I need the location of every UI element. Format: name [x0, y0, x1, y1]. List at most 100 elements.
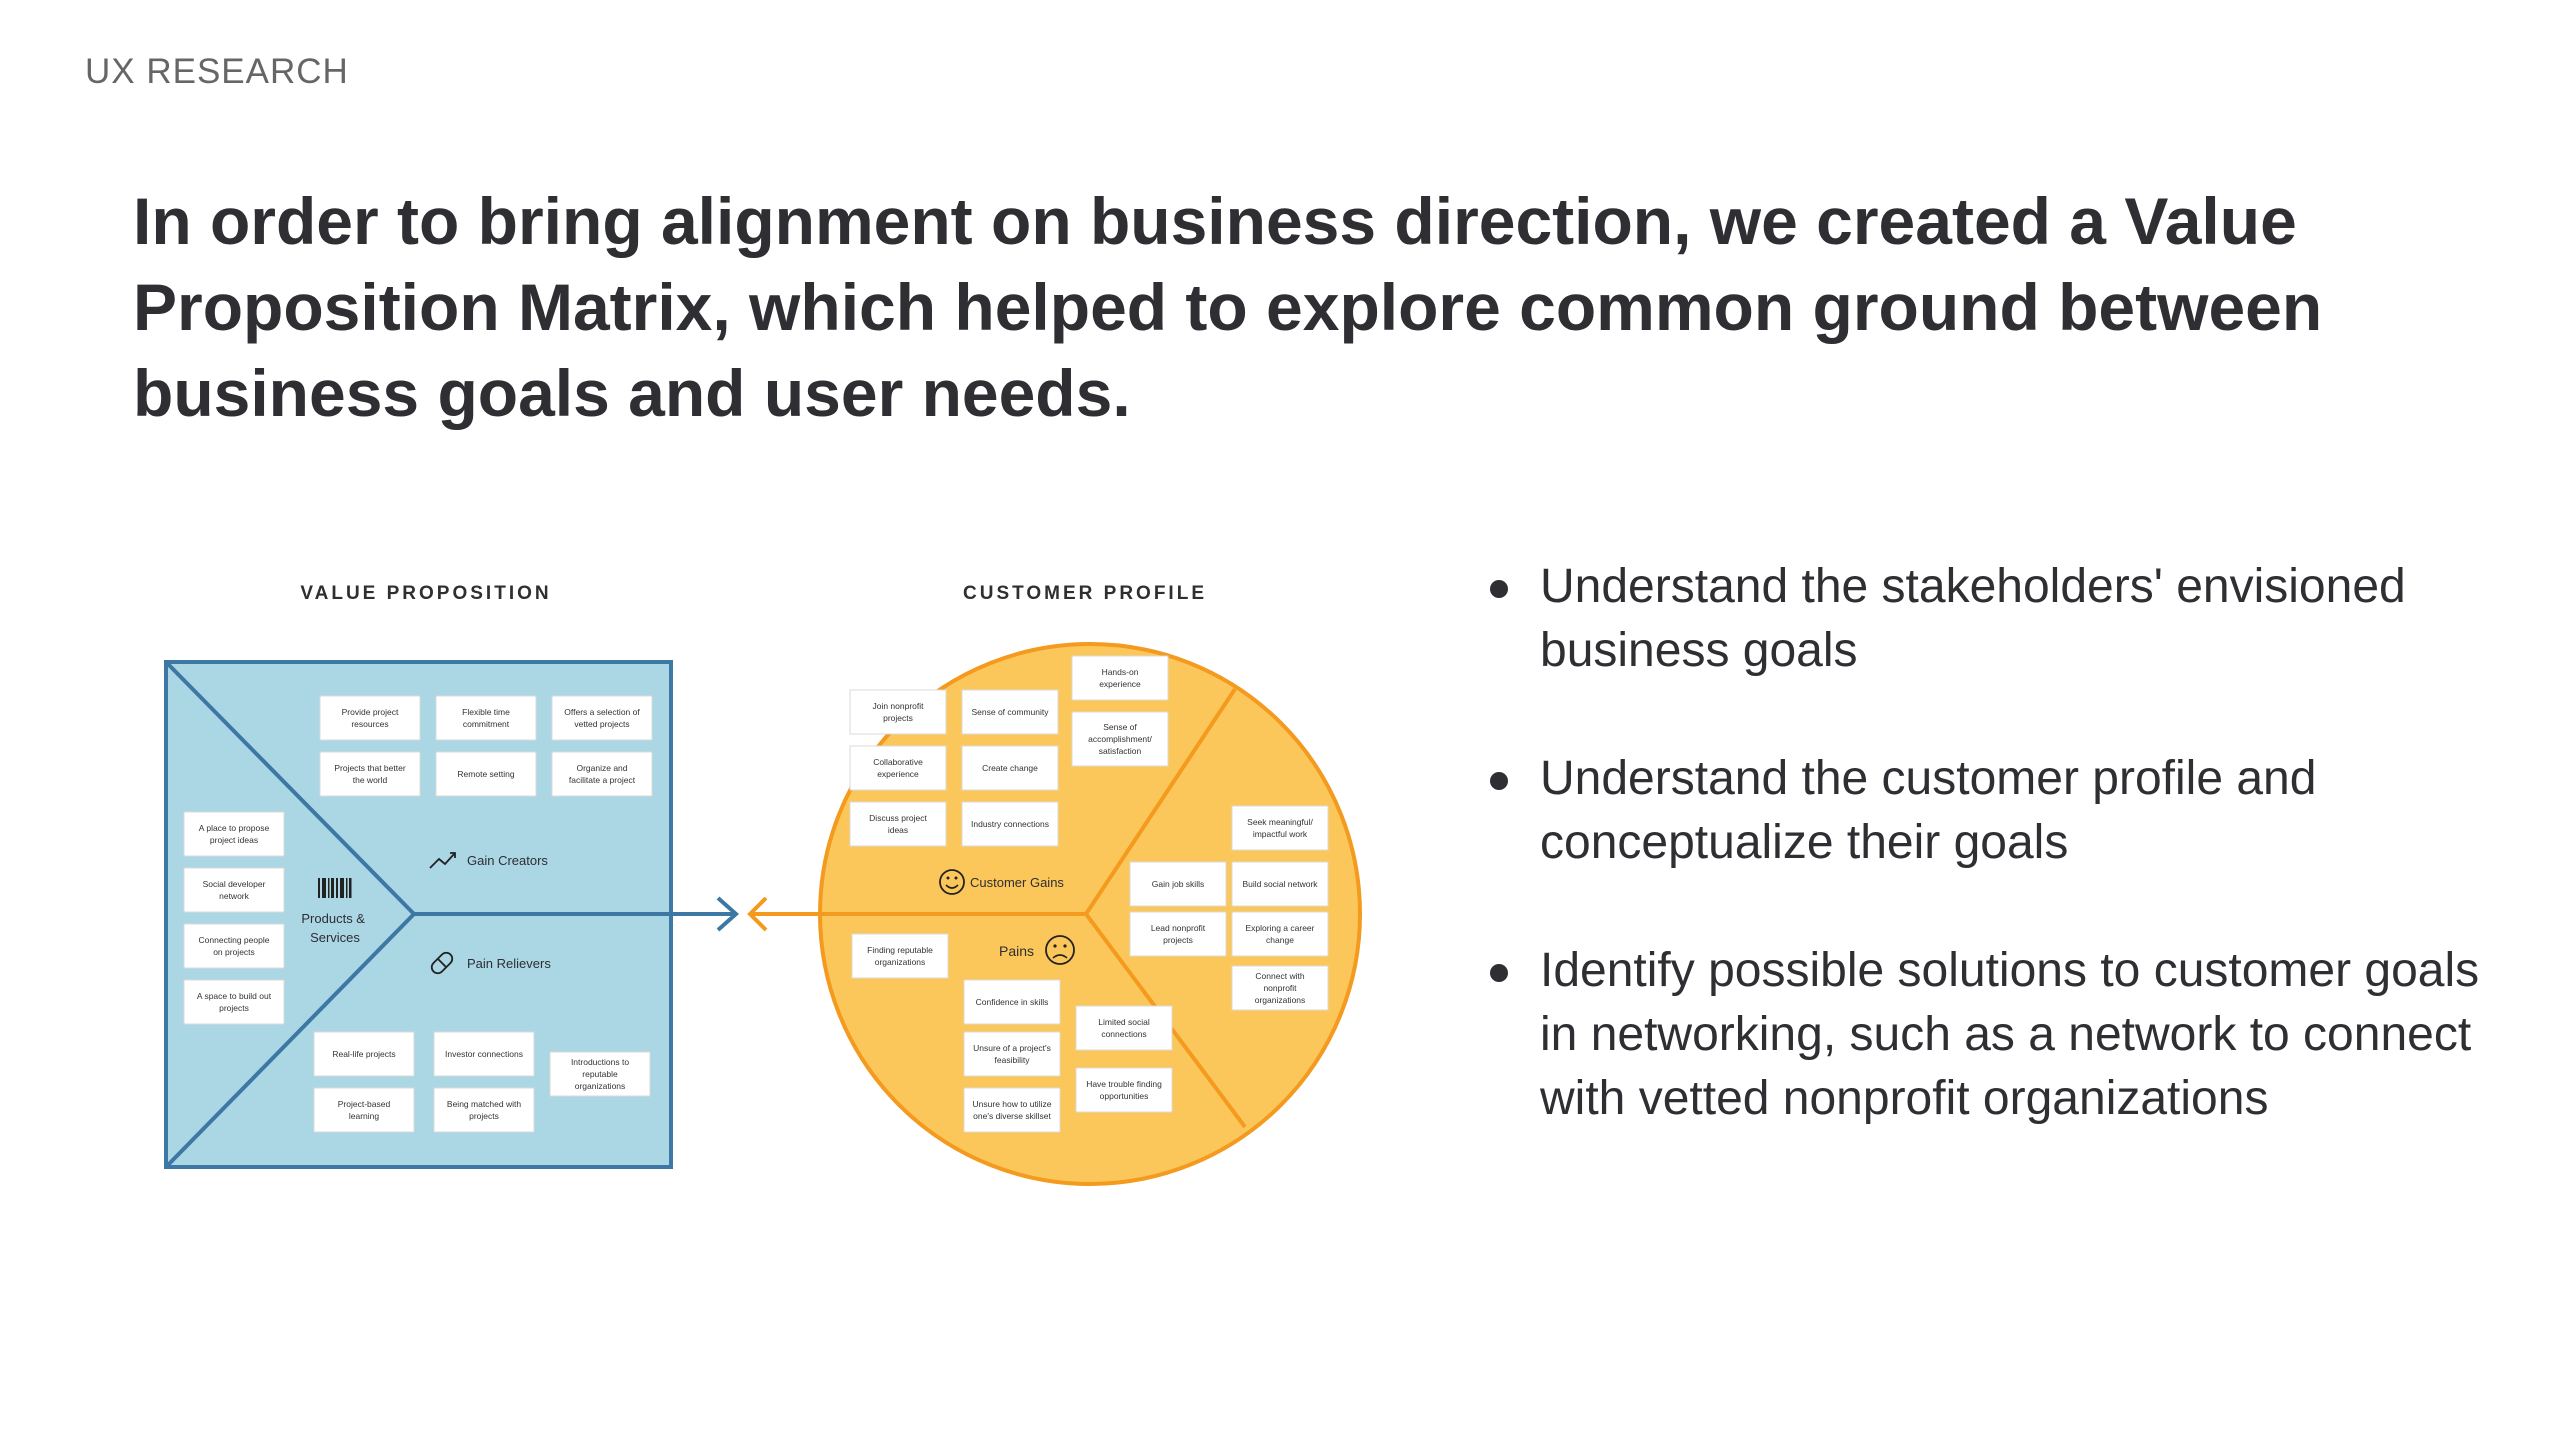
sticky-note-text: experience [1099, 679, 1141, 689]
bullet-dot [1490, 580, 1508, 598]
sticky-note-text: accomplishment/ [1088, 734, 1152, 744]
sticky-note-text: Social developer [203, 879, 266, 889]
goal-text: Understand the stakeholders' envisioned … [1540, 560, 2406, 677]
barcode-icon [318, 878, 352, 898]
sticky-note-text: Unsure how to utilize [973, 1099, 1052, 1109]
sticky-note-text: Project-based [338, 1099, 391, 1109]
sticky-note-text: Remote setting [457, 769, 514, 779]
sticky-note-text: network [219, 891, 250, 901]
sticky-note-text: nonprofit [1263, 983, 1297, 993]
sticky-note-text: A place to propose [199, 823, 270, 833]
sticky-note-text: Have trouble finding [1086, 1079, 1162, 1089]
sticky-note: Build social network [1231, 861, 1329, 907]
gain-creators-label: Gain Creators [467, 853, 548, 868]
sticky-note: Unsure how to utilize one's diverse skill… [963, 1087, 1061, 1133]
sticky-note: Sense of accomplishment/satisfaction [1071, 711, 1169, 767]
sticky-note-text: Introductions to [571, 1057, 629, 1067]
divider-top [164, 660, 416, 916]
page-title: In order to bring alignment on business … [133, 184, 2323, 430]
sticky-note-text: projects [469, 1111, 499, 1121]
sticky-note: Limited social connections [1075, 1005, 1173, 1051]
sticky-note-text: Industry connections [971, 819, 1049, 829]
sticky-note: Create change [961, 745, 1059, 791]
sticky-note-text: Connect with [1255, 971, 1304, 981]
circle-divider-upper [1084, 687, 1237, 916]
sticky-note-text: Collaborative [873, 757, 923, 767]
sticky-note-text: satisfaction [1099, 746, 1142, 756]
sticky-note-text: ideas [888, 825, 908, 835]
sticky-note-text: Confidence in skills [976, 997, 1049, 1007]
sticky-note-text: Create change [982, 763, 1038, 773]
sticky-note-text: Seek meaningful/ [1247, 817, 1313, 827]
sticky-note-text: Projects that better [334, 763, 406, 773]
sticky-note: Being matched with projects [433, 1087, 535, 1133]
sticky-note: Remote setting [435, 751, 537, 797]
sticky-note-text: Unsure of a project's [973, 1043, 1051, 1053]
value-proposition-canvas: VALUE PROPOSITION CUSTOMER PROFILE Produ… [164, 583, 1362, 1186]
pain-relievers-label: Pain Relievers [467, 956, 551, 971]
sticky-note-text: Discuss project [869, 813, 927, 823]
sticky-note-text: Provide project [342, 707, 399, 717]
goals-list: Understand the stakeholders' envisioned … [1490, 555, 2490, 1195]
sticky-note: Seek meaningful/impactful work [1231, 805, 1329, 851]
products-services-label: Products & Services [301, 911, 368, 945]
smile-face-icon [939, 869, 965, 895]
pains-notes: Finding reputableorganizationsConfidence… [851, 933, 1173, 1133]
sticky-note: Have trouble finding opportunities [1075, 1067, 1173, 1113]
sticky-note-text: projects [883, 713, 913, 723]
pains-label: Pains [999, 943, 1034, 959]
sticky-note-text: Exploring a career [1246, 923, 1315, 933]
sticky-note-text: one's diverse skillset [973, 1111, 1051, 1121]
sticky-note-text: organizations [875, 957, 926, 967]
sticky-note-text: Lead nonprofit [1151, 923, 1206, 933]
sticky-note-text: the world [353, 775, 388, 785]
goals-list-item: Understand the customer profile and conc… [1490, 747, 2490, 875]
bullet-dot [1490, 772, 1508, 790]
sticky-note-text: commitment [463, 719, 510, 729]
goals-list-item: Understand the stakeholders' envisioned … [1490, 555, 2490, 683]
sticky-note-text: connections [1101, 1029, 1146, 1039]
sticky-note-text: facilitate a project [569, 775, 636, 785]
sticky-note-text: Real-life projects [332, 1049, 395, 1059]
goal-text: Understand the customer profile and conc… [1540, 752, 2317, 869]
sticky-note: Collaborative experience [849, 745, 947, 791]
sticky-note-text: experience [877, 769, 919, 779]
sticky-note-text: organizations [1255, 995, 1306, 1005]
sticky-note-text: Offers a selection of [564, 707, 640, 717]
value-proposition-diagram: VALUE PROPOSITION CUSTOMER PROFILE Produ… [150, 560, 1400, 1200]
sticky-note-text: Limited social [1098, 1017, 1150, 1027]
sticky-note-text: projects [219, 1003, 249, 1013]
sticky-note-text: Gain job skills [1152, 879, 1204, 889]
section-eyebrow: UX RESEARCH [85, 52, 349, 91]
sticky-note-text: Sense of [1103, 722, 1137, 732]
sticky-note-text: on projects [213, 947, 255, 957]
sticky-note-text: Investor connections [445, 1049, 523, 1059]
sticky-note: Projects that better the world [319, 751, 421, 797]
goal-text: Identify possible solutions to customer … [1540, 944, 2480, 1125]
value-proposition-title: VALUE PROPOSITION [300, 583, 551, 604]
trend-up-icon [429, 852, 456, 869]
sticky-note: Real-life projects [313, 1031, 415, 1077]
sticky-note-text: Flexible time [462, 707, 510, 717]
sticky-note: Gain job skills [1129, 861, 1227, 907]
arrow-right-icon [716, 896, 740, 932]
sticky-note-text: project ideas [210, 835, 258, 845]
sticky-note: Sense of community [961, 689, 1059, 735]
sticky-note-text: Organize and [576, 763, 627, 773]
sticky-note-text: opportunities [1100, 1091, 1149, 1101]
customer-gains-label: Customer Gains [970, 875, 1064, 890]
sticky-note-text: A space to build out [197, 991, 272, 1001]
customer-profile-title: CUSTOMER PROFILE [963, 583, 1207, 604]
sticky-note: Flexible time commitment [435, 695, 537, 741]
sticky-note-text: Being matched with [447, 1099, 521, 1109]
